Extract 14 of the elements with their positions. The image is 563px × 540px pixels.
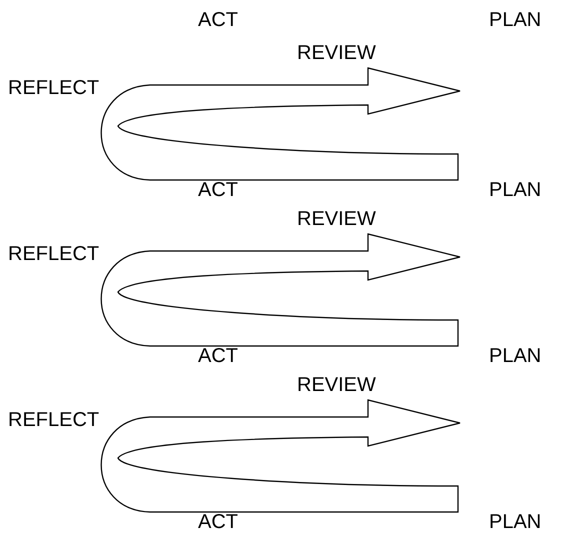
cycle-label: PLAN bbox=[489, 180, 542, 200]
cycle-label: REFLECT bbox=[8, 410, 100, 430]
cycle-label: ACT bbox=[198, 346, 238, 366]
cycle-label: REFLECT bbox=[8, 78, 100, 98]
cycle-label: REFLECT bbox=[8, 244, 100, 264]
cycle-label: ACT bbox=[198, 10, 238, 30]
cycle-label: ACT bbox=[198, 180, 238, 200]
cycle-label: ACT bbox=[198, 512, 238, 532]
cycle-label: PLAN bbox=[489, 10, 542, 30]
cycle-label: REVIEW bbox=[297, 375, 376, 395]
cycle-label: REVIEW bbox=[297, 209, 376, 229]
cycle-label: PLAN bbox=[489, 346, 542, 366]
cycle-label: PLAN bbox=[489, 512, 542, 532]
cycle-label: REVIEW bbox=[297, 43, 376, 63]
